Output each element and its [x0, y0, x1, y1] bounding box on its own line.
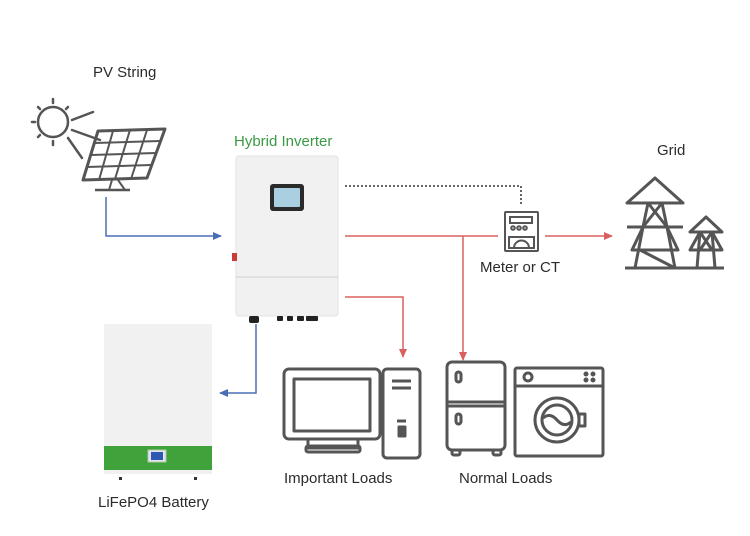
refrigerator-icon	[445, 360, 507, 457]
meter-communication-line	[345, 185, 522, 206]
transmission-tower-icon	[625, 176, 724, 270]
important-loads-label: Important Loads	[284, 470, 393, 487]
solar-panel-icon	[81, 127, 167, 192]
washing-machine-icon	[513, 366, 605, 458]
to-important-loads-line	[345, 296, 407, 358]
battery-label: LiFePO4 Battery	[98, 494, 209, 511]
battery-device	[104, 324, 212, 480]
meter-icon	[504, 211, 539, 252]
hybrid-inverter-label: Hybrid Inverter	[234, 133, 333, 150]
grid-label: Grid	[657, 142, 686, 159]
pv-to-inverter-line	[105, 197, 222, 240]
sun-icon	[30, 97, 102, 160]
normal-loads-label: Normal Loads	[459, 470, 553, 487]
inverter-switch	[232, 253, 237, 261]
meter-label: Meter or CT	[480, 259, 561, 276]
computer-icon	[282, 367, 422, 460]
pv-string-label: PV String	[93, 64, 157, 81]
hybrid-inverter-device	[232, 155, 339, 323]
inverter-to-battery-line	[219, 324, 257, 397]
